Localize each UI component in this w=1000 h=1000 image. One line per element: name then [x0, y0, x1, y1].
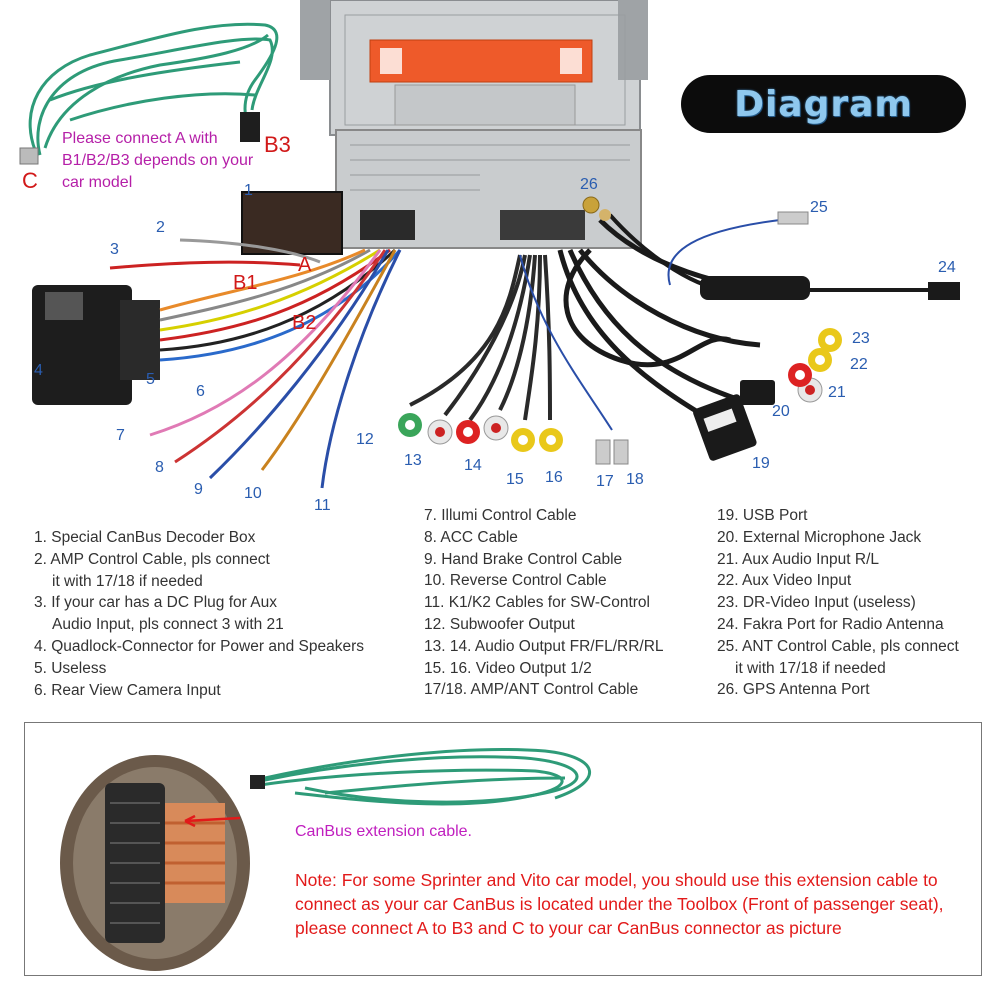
callout-13: 13 [404, 453, 422, 469]
extension-cable-panel: CanBus extension cable. Note: For some S… [24, 722, 982, 976]
legend-item: 26. GPS Antenna Port [717, 679, 959, 701]
rca-cable-bundle [410, 255, 612, 430]
legend-item: it with 17/18 if needed [34, 571, 364, 593]
legend-item: 11. K1/K2 Cables for SW-Control [424, 592, 664, 614]
callout-26: 26 [580, 177, 598, 193]
legend-item: 10. Reverse Control Cable [424, 570, 664, 592]
tag-b1: B1 [233, 272, 257, 294]
callout-8: 8 [155, 460, 164, 476]
callout-9: 9 [194, 482, 203, 498]
callout-21: 21 [828, 385, 846, 401]
callout-4: 4 [34, 363, 43, 379]
antenna-cable [610, 212, 960, 300]
legend-item: 24. Fakra Port for Radio Antenna [717, 614, 959, 636]
legend-item: 8. ACC Cable [424, 527, 664, 549]
tag-b2: B2 [292, 312, 316, 334]
tag-a: A [298, 254, 311, 276]
callout-5: 5 [146, 372, 155, 388]
callout-20: 20 [772, 404, 790, 420]
extension-note: Note: For some Sprinter and Vito car mod… [295, 868, 975, 940]
legend-item: 7. Illumi Control Cable [424, 505, 664, 527]
legend-column-1: 1. Special CanBus Decoder Box 2. AMP Con… [34, 527, 364, 701]
connect-note: Please connect A with B1/B2/B3 depends o… [62, 128, 262, 194]
callout-3: 3 [110, 242, 119, 258]
legend-item: 3. If your car has a DC Plug for Aux [34, 592, 364, 614]
callout-7: 7 [116, 428, 125, 444]
legend-item: 2. AMP Control Cable, pls connect [34, 549, 364, 571]
gps-port-small [599, 209, 611, 221]
callout-2: 2 [156, 220, 165, 236]
rca-plugs [398, 413, 628, 464]
callout-22: 22 [850, 357, 868, 373]
callout-1: 1 [244, 183, 253, 199]
legend-item: it with 17/18 if needed [717, 658, 959, 680]
tag-c: C [22, 170, 38, 192]
legend-item: 1. Special CanBus Decoder Box [34, 527, 364, 549]
callout-17: 17 [596, 474, 614, 490]
callout-19: 19 [752, 456, 770, 472]
legend-item: 13. 14. Audio Output FR/FL/RR/RL [424, 636, 664, 658]
diagram-banner: Diagram [681, 75, 966, 133]
callout-6: 6 [196, 384, 205, 400]
legend-item: 15. 16. Video Output 1/2 [424, 658, 664, 680]
callout-25: 25 [810, 200, 828, 216]
callout-16: 16 [545, 470, 563, 486]
callout-24: 24 [938, 260, 956, 276]
quadlock-connector [32, 285, 160, 405]
legend-column-2: 7. Illumi Control Cable 8. ACC Cable 9. … [424, 505, 664, 701]
legend-item: 19. USB Port [717, 505, 959, 527]
callout-12: 12 [356, 432, 374, 448]
callout-23: 23 [852, 331, 870, 347]
legend-item: 5. Useless [34, 658, 364, 680]
usb-and-aux-plugs [692, 328, 842, 462]
legend-item: 21. Aux Audio Input R/L [717, 549, 959, 571]
callout-18: 18 [626, 472, 644, 488]
legend-item: 17/18. AMP/ANT Control Cable [424, 679, 664, 701]
legend-item: 6. Rear View Camera Input [34, 680, 364, 702]
legend-item: 9. Hand Brake Control Cable [424, 549, 664, 571]
callout-10: 10 [244, 486, 262, 502]
gps-port [583, 197, 599, 213]
legend-column-3: 19. USB Port 20. External Microphone Jac… [717, 505, 959, 701]
legend-item: Audio Input, pls connect 3 with 21 [34, 614, 364, 636]
legend-item: 23. DR-Video Input (useless) [717, 592, 959, 614]
callout-14: 14 [464, 458, 482, 474]
legend-item: 20. External Microphone Jack [717, 527, 959, 549]
legend-item: 25. ANT Control Cable, pls connect [717, 636, 959, 658]
canbus-cable-label: CanBus extension cable. [295, 823, 472, 841]
callout-15: 15 [506, 472, 524, 488]
decoder-box [242, 192, 342, 254]
banner-title: Diagram [734, 84, 913, 125]
aux-usb-cables [560, 220, 760, 425]
legend-item: 12. Subwoofer Output [424, 614, 664, 636]
legend-item: 22. Aux Video Input [717, 570, 959, 592]
tag-b3: B3 [264, 134, 291, 156]
callout-11: 11 [314, 498, 331, 514]
legend-item: 4. Quadlock-Connector for Power and Spea… [34, 636, 364, 658]
